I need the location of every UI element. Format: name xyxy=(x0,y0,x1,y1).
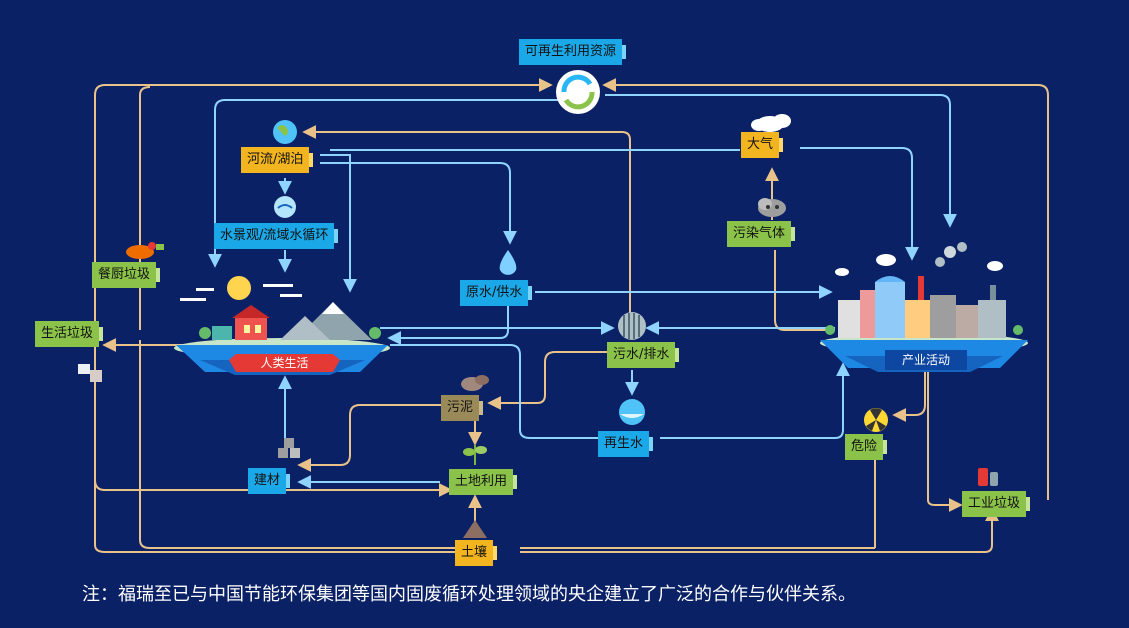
flow-rivers-to-human xyxy=(320,154,357,293)
node-tab xyxy=(513,475,518,489)
trash-bag-icon xyxy=(78,364,102,382)
flow-right-up xyxy=(302,125,631,315)
node-pollutant-gas-label: 污染气体 xyxy=(733,226,786,241)
sludge-icon xyxy=(461,375,489,391)
node-tab xyxy=(779,138,784,152)
recycle-icon xyxy=(556,70,600,114)
node-sludge: 污泥 xyxy=(441,395,484,421)
flow-sewage-to-sludge xyxy=(487,351,608,410)
node-sewage: 污水/排水 xyxy=(607,342,680,368)
smog-icon xyxy=(758,198,786,217)
flow-soil-to-industrial xyxy=(520,507,999,553)
node-tab xyxy=(309,153,314,167)
node-atmosphere: 大气 xyxy=(741,132,784,158)
node-reclaimed-water: 再生水 xyxy=(598,431,654,457)
flow-industry-to-gas xyxy=(774,250,835,331)
node-tab xyxy=(675,348,680,362)
industry-island xyxy=(820,242,1028,372)
hazard-icon xyxy=(864,408,888,432)
flow-renewable-left xyxy=(208,99,560,268)
flow-rawwater-to-human xyxy=(387,305,509,345)
globe-icon xyxy=(273,120,297,144)
node-soil: 土壤 xyxy=(455,540,498,566)
node-kitchen-waste-label: 餐厨垃圾 xyxy=(98,267,151,282)
node-tab xyxy=(622,45,627,59)
flow-renewable-right xyxy=(605,94,957,228)
node-atmosphere-label: 大气 xyxy=(747,137,774,152)
sprout-icon xyxy=(463,445,487,465)
node-tab xyxy=(528,286,533,300)
node-hazardous-label: 危险 xyxy=(851,439,878,454)
node-industrial-waste: 工业垃圾 xyxy=(962,491,1031,517)
flow-kitchen-to-landuse xyxy=(94,280,453,497)
node-tab xyxy=(883,440,888,454)
node-raw-water-label: 原水/供水 xyxy=(466,285,523,300)
node-raw-water: 原水/供水 xyxy=(460,280,533,306)
island-label-human-life: 人类生活 xyxy=(260,356,309,370)
food-waste-icon xyxy=(126,242,164,259)
node-tab xyxy=(791,227,796,241)
water-drop-icon xyxy=(499,250,517,275)
node-domestic-waste: 生活垃圾 xyxy=(35,321,104,347)
node-tab xyxy=(156,268,161,282)
node-industrial-waste-label: 工业垃圾 xyxy=(968,496,1021,511)
building-material-icon xyxy=(278,438,300,458)
node-land-use-label: 土地利用 xyxy=(455,474,508,489)
node-tab xyxy=(99,327,104,341)
flow-industry-to-hazard xyxy=(892,360,926,422)
flow-industry-to-renewable xyxy=(602,78,1049,500)
island-label-industry: 产业活动 xyxy=(901,353,950,367)
node-tab xyxy=(479,401,484,415)
soil-pile-icon xyxy=(463,520,487,538)
flow-rivers-to-rawwater xyxy=(320,162,517,245)
node-sewage-label: 污水/排水 xyxy=(613,347,670,362)
sewage-drain-icon xyxy=(618,312,646,340)
footnote: 注：福瑞至已与中国节能环保集团等国内固废循环处理领域的央企建立了广泛的合作与伙伴… xyxy=(82,584,856,605)
node-renewable: 可再生利用资源 xyxy=(519,39,627,65)
flow-human-left-loop xyxy=(139,340,455,549)
cloud-icon xyxy=(751,114,791,132)
human-life-island xyxy=(174,276,390,375)
flow-human-to-renewable xyxy=(139,86,151,330)
node-building-material-label: 建材 xyxy=(254,473,281,488)
flow-atmosphere-to-industry xyxy=(800,147,919,261)
node-reclaimed-water-label: 再生水 xyxy=(604,436,644,451)
node-pollutant-gas: 污染气体 xyxy=(727,221,796,247)
flow-bottom-loop xyxy=(94,380,455,553)
node-hazardous: 危险 xyxy=(845,434,888,460)
node-tab xyxy=(1026,497,1031,511)
node-renewable-label: 可再生利用资源 xyxy=(525,44,617,59)
flow-kitchen-to-renewable xyxy=(94,78,553,270)
node-tab xyxy=(334,229,339,243)
node-building-material: 建材 xyxy=(248,468,291,494)
node-kitchen-waste: 餐厨垃圾 xyxy=(92,262,161,288)
node-land-use: 土地利用 xyxy=(449,469,518,495)
node-water-landscape: 水景观/流域水循环 xyxy=(214,223,339,249)
node-domestic-waste-label: 生活垃圾 xyxy=(41,326,94,341)
node-tab xyxy=(493,546,498,560)
flow-reclaimed-to-industry xyxy=(660,362,850,439)
battery-icon xyxy=(978,468,998,486)
flow-human-to-reclaimed xyxy=(390,344,598,439)
flow-sludge-to-building xyxy=(297,404,445,472)
node-sludge-label: 污泥 xyxy=(447,400,474,415)
node-rivers: 河流/湖泊 xyxy=(241,147,314,173)
node-water-landscape-label: 水景观/流域水循环 xyxy=(220,228,329,243)
node-rivers-label: 河流/湖泊 xyxy=(247,152,304,167)
water-globe-icon xyxy=(274,196,296,218)
node-soil-label: 土壤 xyxy=(461,545,488,560)
reclaimed-water-icon xyxy=(619,399,645,425)
node-tab xyxy=(649,437,654,451)
flow-industry-to-industrial xyxy=(927,370,963,512)
node-tab xyxy=(286,474,291,488)
